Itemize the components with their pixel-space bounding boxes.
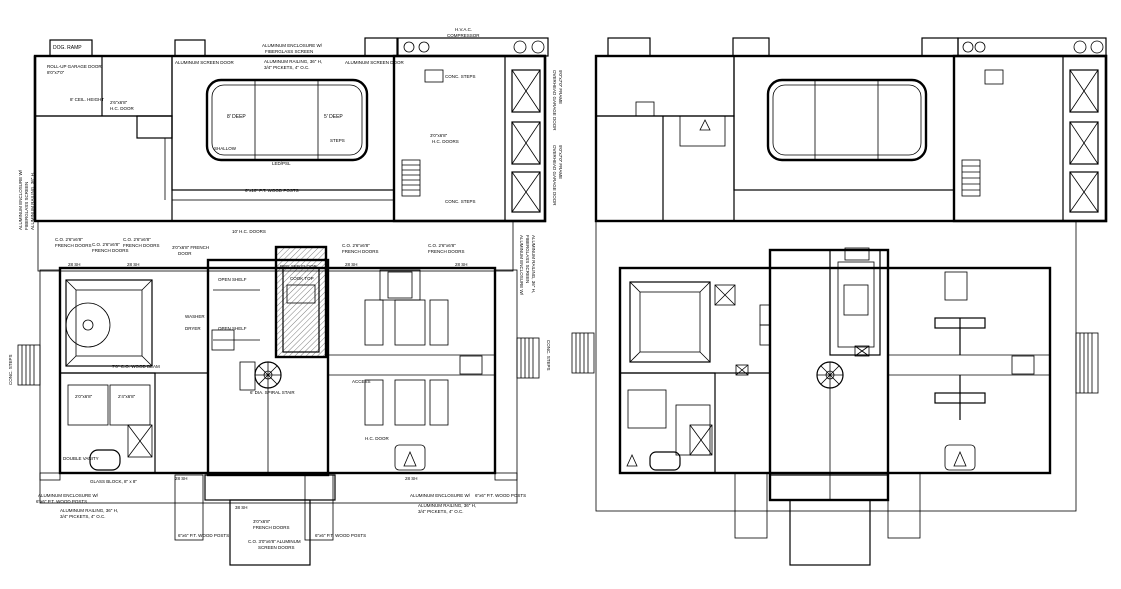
- label-dim-c: 28 SH: [345, 262, 358, 267]
- label-shallow: SHALLOW: [214, 146, 237, 151]
- label-enclosure-top2: FIBERGLASS SCREEN: [265, 49, 313, 54]
- label-hvac: H.V.A.C.: [455, 27, 472, 32]
- label-wood-posts-r: 6"x6" P.T. WOOD POSTS: [315, 533, 366, 538]
- label-rollup-size: 8'0"x7'0": [47, 70, 65, 75]
- label-left-enclosure2: FIBERGLASS SCREEN: [24, 182, 29, 230]
- label-french-f: C.O. 2'6"x6'8": [428, 243, 456, 248]
- label-access: ACCESS: [352, 379, 371, 384]
- label-french-bottom2: FRENCH DOORS: [253, 525, 290, 530]
- label-dim-e: 28 SH: [175, 476, 188, 481]
- label-pool-beam: 6"x10" P.T. WOOD POSTS: [245, 188, 299, 193]
- label-deep8: 8' DEEP: [227, 114, 246, 120]
- label-wood-posts-l: 6"x6" P.T. WOOD POSTS: [178, 533, 229, 538]
- label-compressor: COMPRESSOR: [447, 33, 480, 38]
- label-sdoor: 3'0"x6'8": [430, 133, 448, 138]
- label-french-bottom: 3'0"x6'8": [253, 519, 271, 524]
- label-garage-door-2: OVERHEAD GARAGE DOOR: [552, 145, 557, 206]
- label-alum-rail-br2: 3/4" PICKETS, 4" O.C.: [418, 509, 463, 514]
- label-french-c2: FRENCH DOORS: [123, 243, 160, 248]
- label-door-30-68: 2'6"x6'8": [110, 100, 128, 105]
- label-screen-door: ALUMINUM SCREEN DOOR: [175, 60, 235, 65]
- label-bath-door-b: 2'4"x6'8": [118, 394, 136, 399]
- label-hc-door-b: H.C. DOOR: [365, 436, 390, 441]
- label-right-enclosure: ALUMINUM ENCLOSURE W/: [519, 235, 524, 296]
- label-dim-b: 28 SH: [127, 262, 140, 267]
- label-vanity: DOUBLE VANITY: [63, 456, 99, 461]
- label-garage-door-2b: 9'0"x7'0" FRAME: [558, 145, 563, 179]
- label-washer: WASHER: [185, 314, 205, 319]
- label-conc-steps-l: CONC. STEPS: [8, 354, 13, 385]
- label-alum-rail-br: ALUMINUM RAILING, 36" H,: [418, 503, 476, 508]
- label-conc-steps2: CONC. STEPS: [445, 199, 476, 204]
- label-conc-steps-r: CONC. STEPS: [546, 340, 551, 371]
- label-spiral-stair: 6' DIA. SPIRAL STAIR: [250, 390, 295, 395]
- label-steps: STEPS: [330, 138, 345, 143]
- label-rollup-door: ROLL-UP GARAGE DOOR: [47, 64, 102, 69]
- label-hc-doors: H.C. DOORS: [432, 139, 459, 144]
- label-storage: 10' H.C. DOORS: [232, 229, 266, 234]
- label-hc-door: H.C. DOOR: [110, 106, 135, 111]
- label-ceil-beam: 7'0" C.O. WOOD BEAM: [112, 364, 160, 369]
- right-main-house: [571, 220, 1099, 566]
- label-dim-d: 28 SH: [455, 262, 468, 267]
- right-floor-plan: [571, 37, 1108, 566]
- label-french-f2: FRENCH DOORS: [428, 249, 465, 254]
- garage-stair: [401, 159, 421, 197]
- label-alum-rail-bl: ALUMINUM RAILING, 36" H,: [60, 508, 118, 513]
- right-upper-outbuilding: [594, 37, 1108, 223]
- label-screen-door2: ALUMINUM SCREEN DOOR: [345, 60, 405, 65]
- label-conc-steps: CONC. STEPS: [445, 74, 476, 79]
- label-bath-door-a: 2'0"x6'8": [75, 394, 93, 399]
- label-wood-posts-bl: 6"x6" P.T. WOOD POSTS: [36, 499, 87, 504]
- left-floor-plan: DOG. RAMP H.V.A.C. COMPRESSOR ALUMINUM E…: [8, 27, 563, 566]
- label-right-enclosure2: FIBERGLASS SCREEN: [525, 235, 530, 283]
- label-pool: LED/PSL: [272, 161, 291, 166]
- label-alum-rails: ALUMINUM RAILING, 36" H,: [264, 59, 322, 64]
- label-alum-rails2: 3/4" PICKETS, 4" O.C.: [264, 65, 309, 70]
- label-dim-f: 28 SH: [405, 476, 418, 481]
- label-open-shelf: OPEN SHELF: [218, 277, 247, 282]
- label-enclosure-bl: ALUMINUM ENCLOSURE W/: [38, 493, 99, 498]
- left-side-steps: [17, 344, 41, 386]
- label-french-e: C.O. 2'6"x6'8": [342, 243, 370, 248]
- label-wood-posts-br: 6"x6" P.T. WOOD POSTS: [475, 493, 526, 498]
- label-french-b2: FRENCH DOORS: [92, 248, 129, 253]
- label-glass-block: GLASS BLOCK, 8" x 8": [90, 479, 137, 484]
- label-enclosure-br: ALUMINUM ENCLOSURE W/: [410, 493, 471, 498]
- label-open-shelf-2: OPEN SHELF: [218, 326, 247, 331]
- label-french-d2: DOOR: [178, 251, 192, 256]
- label-left-enclosure: ALUMINUM ENCLOSURE W/: [18, 169, 23, 230]
- label-enclosure-top: ALUMINUM ENCLOSURE W/: [262, 43, 323, 48]
- label-french-c: C.O. 2'6"x6'8": [123, 237, 151, 242]
- label-alum-screen-bottom: C.O. 3'0"x6'8" ALUMINUM: [248, 539, 301, 544]
- label-french-a: C.O. 2'6"x6'8": [55, 237, 83, 242]
- label-garage-door-1b: 9'0"x7'0" FRAME: [558, 70, 563, 104]
- main-house: [17, 220, 540, 566]
- label-dim-38: 38 SH: [235, 505, 248, 510]
- label-garage-door-1: OVERHEAD GARAGE DOOR: [552, 70, 557, 131]
- label-alum-screen-bottom2: SCREEN DOORS: [258, 545, 295, 550]
- label-dryer: DRYER: [185, 326, 201, 331]
- label-french-d: 3'0"x6'8" FRENCH: [172, 245, 209, 250]
- label-french-a2: FRENCH DOORS: [55, 243, 92, 248]
- label-left-rail: ALUMINUM RAILING, 36" H,: [30, 172, 35, 230]
- label-cook-top: COOK TOP: [290, 276, 314, 281]
- label-pantry: REF. SEE FLOOR: [280, 264, 318, 269]
- label-french-b: C.O. 2'6"x6'8": [92, 242, 120, 247]
- label-ceil-height: 8' CEIL. HEIGHT: [70, 97, 104, 102]
- label-dog-ramp: DOG. RAMP: [53, 45, 82, 51]
- label-french-e2: FRENCH DOORS: [342, 249, 379, 254]
- label-alum-rail-bl2: 3/4" PICKETS, 4" O.C.: [60, 514, 105, 519]
- label-deep5: 5' DEEP: [324, 114, 343, 120]
- left-plan-labels: DOG. RAMP H.V.A.C. COMPRESSOR ALUMINUM E…: [8, 27, 563, 550]
- right-side-steps: [516, 337, 540, 379]
- label-right-rail: ALUMINUM RAILING, 36" H,: [531, 235, 536, 293]
- label-dim-a: 28 SH: [68, 262, 81, 267]
